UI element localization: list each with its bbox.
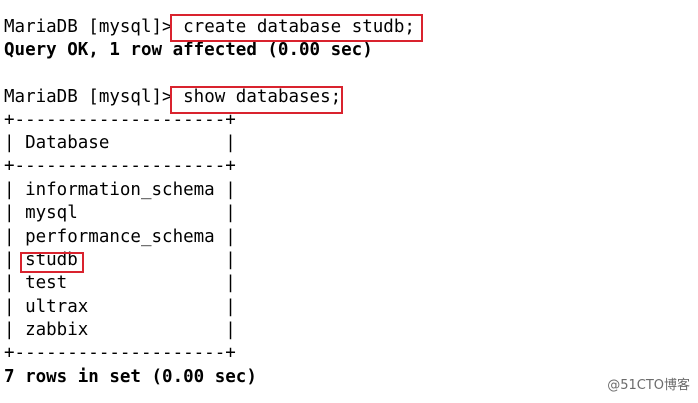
table-border-top: +--------------------+: [4, 110, 236, 130]
command-line-create: MariaDB [mysql]> create database studb;: [4, 16, 415, 39]
table-row-studb: | studb |: [4, 250, 236, 270]
table-row-performance-schema: | performance_schema |: [4, 227, 236, 247]
highlight-create-command: [170, 14, 423, 42]
mysql-prompt: MariaDB [mysql]>: [4, 87, 184, 107]
table-row-test: | test |: [4, 273, 236, 293]
query-ok-message: Query OK, 1 row affected (0.00 sec): [4, 40, 373, 60]
table-header-row: | Database |: [4, 133, 236, 153]
show-databases-command: show databases;: [183, 87, 342, 107]
mysql-prompt: MariaDB [mysql]>: [4, 17, 184, 37]
highlight-show-command: [170, 86, 343, 114]
table-row-zabbix: | zabbix |: [4, 320, 236, 340]
table-border-bottom: +--------------------+: [4, 343, 236, 363]
command-line-show: MariaDB [mysql]> show databases;: [4, 86, 341, 109]
watermark-text: @51CTO博客: [607, 378, 690, 393]
table-row-ultrax: | ultrax |: [4, 297, 236, 317]
table-row-information-schema: | information_schema |: [4, 180, 236, 200]
table-row-mysql: | mysql |: [4, 203, 236, 223]
table-border-header: +--------------------+: [4, 156, 236, 176]
create-database-command: create database studb;: [183, 17, 415, 37]
highlight-studb-row: [20, 252, 84, 273]
rows-in-set-message: 7 rows in set (0.00 sec): [4, 367, 257, 387]
